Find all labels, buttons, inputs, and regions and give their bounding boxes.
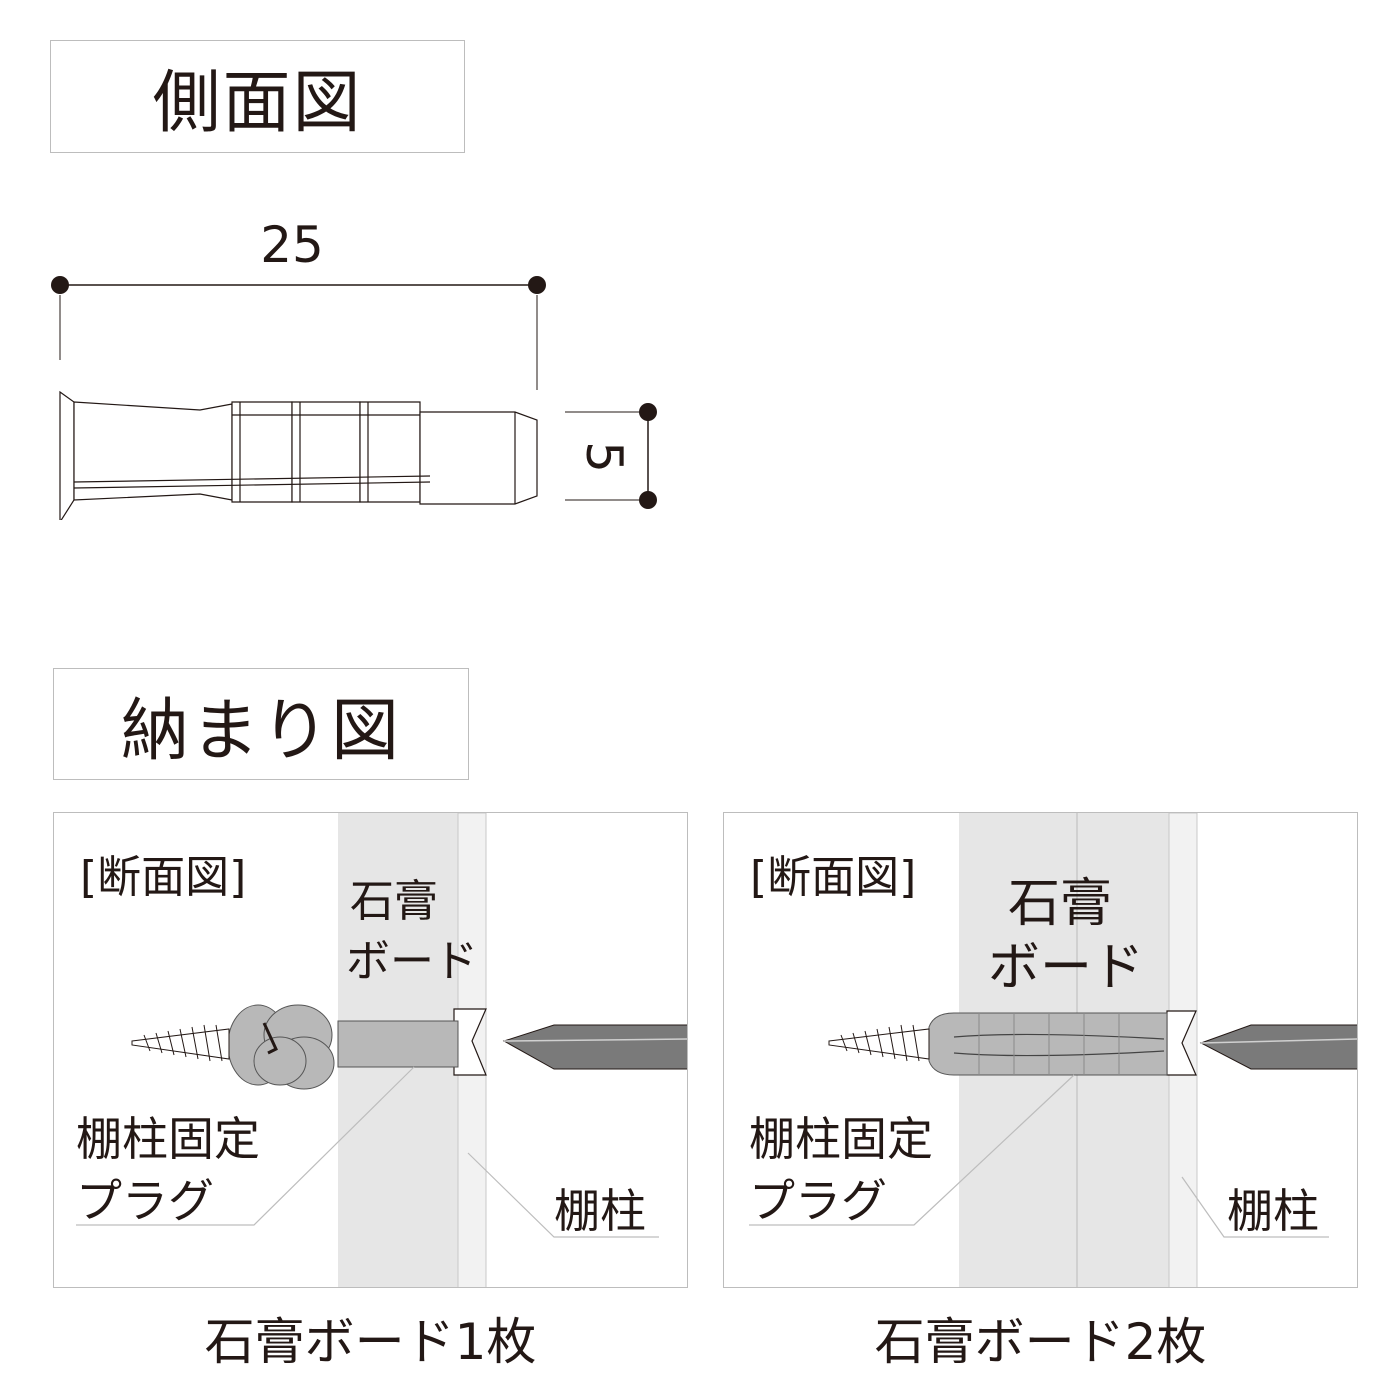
screwdriver xyxy=(502,1024,687,1070)
install-view-title: 納まり図 xyxy=(120,691,401,771)
plug-label-line1: 棚柱固定 xyxy=(76,1112,260,1166)
screw-thread xyxy=(131,1024,230,1062)
post-leader-line xyxy=(1181,1176,1329,1238)
post-label: 棚柱 xyxy=(1227,1184,1319,1238)
board-label-line2: ボード xyxy=(346,936,478,987)
section-tag: [断面図] xyxy=(750,852,917,903)
dim-diameter-label: 5 xyxy=(575,441,633,473)
dim-length-label: 25 xyxy=(260,220,324,274)
dim-length-dot-right xyxy=(528,276,546,294)
plug-side-outline xyxy=(59,390,538,520)
board-label-line1: 石膏 xyxy=(350,876,438,927)
post-label: 棚柱 xyxy=(554,1184,646,1238)
caption-one-board: 石膏ボード1枚 xyxy=(204,1313,537,1371)
section-panel-two-boards: [断面図] 石膏 ボード 棚柱固定 プラグ 棚柱 xyxy=(723,812,1358,1288)
plug-installed xyxy=(928,1012,1168,1076)
post-leader-line xyxy=(467,1152,659,1238)
screw-thread xyxy=(828,1024,930,1062)
side-view-title-box: 側面図 xyxy=(50,40,465,153)
board-label-line1: 石膏 xyxy=(1008,874,1113,934)
section-drawing-one-board xyxy=(76,813,687,1287)
dim-dia-dot-bottom xyxy=(639,491,657,509)
section-panel-one-board: [断面図] 石膏 ボード 棚柱固定 プラグ 棚柱 xyxy=(53,812,688,1288)
section-tag: [断面図] xyxy=(80,852,247,903)
plug-label-line2: プラグ xyxy=(749,1174,887,1228)
dim-dia-dot-top xyxy=(639,403,657,421)
screwdriver xyxy=(1199,1024,1357,1070)
side-view-drawing: 25 5 xyxy=(51,220,657,520)
caption-two-boards: 石膏ボード2枚 xyxy=(874,1313,1207,1371)
plug-installed xyxy=(227,1004,459,1090)
section-drawing-two-boards xyxy=(749,813,1357,1287)
plug-label-line2: プラグ xyxy=(76,1174,214,1228)
dim-length-dot-left xyxy=(51,276,69,294)
plug-label-line1: 棚柱固定 xyxy=(749,1112,933,1166)
install-view-title-box: 納まり図 xyxy=(53,668,469,780)
plug-leader-line xyxy=(749,1074,1075,1226)
board-label-line2: ボード xyxy=(988,938,1145,998)
plug-leader-line xyxy=(76,1066,415,1226)
side-view-title: 側面図 xyxy=(152,64,363,143)
